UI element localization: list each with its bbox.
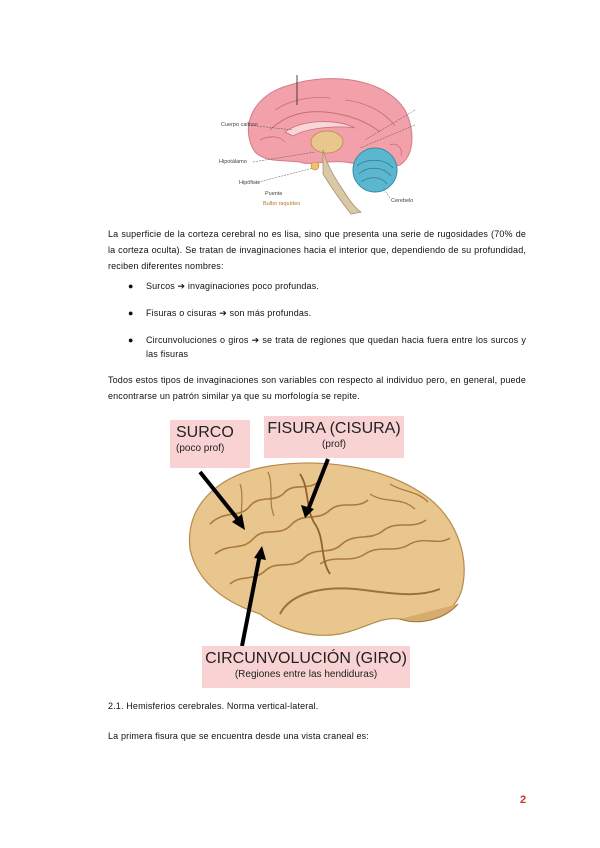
callout-surco-title: SURCO [176,424,234,441]
callout-circunvolucion-title: CIRCUNVOLUCIÓN (GIRO) [205,650,407,667]
callout-fisura: FISURA (CISURA) (prof) [264,416,404,458]
callout-fisura-subtitle: (prof) [322,439,346,450]
callout-surco-subtitle: (poco prof) [176,443,225,454]
bullet-text: Circunvoluciones o giros ➔ se trata de r… [146,335,526,359]
callout-fisura-title: FISURA (CISURA) [267,420,401,437]
callout-surco: SURCO (poco prof) [170,420,250,468]
intro-paragraph: La superficie de la corteza cerebral no … [108,229,526,271]
bullet-dot: ● [128,281,134,291]
label-bulbo: Bulbo raquídeo [263,201,301,207]
bullet-dot: ● [128,308,134,318]
sagittal-brain-illustration [247,75,416,215]
section-heading: 2.1. Hemisferios cerebrales. Norma verti… [108,701,319,711]
bullet-circunvoluciones: ● Circunvoluciones o giros ➔ se trata de… [128,333,526,361]
variation-paragraph: Todos estos tipos de invaginaciones son … [108,375,526,401]
lateral-brain-figure: SURCO (poco prof) FISURA (CISURA) (prof)… [170,414,470,694]
lateral-brain-illustration [188,458,465,647]
callout-circunvolucion-subtitle: (Regiones entre las hendiduras) [234,669,378,680]
callout-circunvolucion: CIRCUNVOLUCIÓN (GIRO) (Regiones entre la… [202,646,410,688]
sagittal-brain-figure: Cuerpo calloso Hipotálamo Hipófisis Puen… [215,70,425,216]
label-puente: Puente [265,191,283,197]
label-hipofisis: Hipófisis [239,180,260,186]
label-cuerpo-calloso: Cuerpo calloso [221,122,258,128]
label-cerebelo: Cerebelo [391,198,414,204]
bullet-text: Fisuras o cisuras ➔ son más profundas. [146,308,312,318]
label-hipotalamo: Hipotálamo [219,159,247,165]
bullet-text: Surcos ➔ invaginaciones poco profundas. [146,281,319,291]
section-paragraph: La primera fisura que se encuentra desde… [108,731,369,741]
bullet-fisuras: ● Fisuras o cisuras ➔ son más profundas. [128,306,526,320]
page-number: 2 [520,794,527,806]
bullet-dot: ● [128,335,134,345]
bullet-surcos: ● Surcos ➔ invaginaciones poco profundas… [128,279,526,293]
